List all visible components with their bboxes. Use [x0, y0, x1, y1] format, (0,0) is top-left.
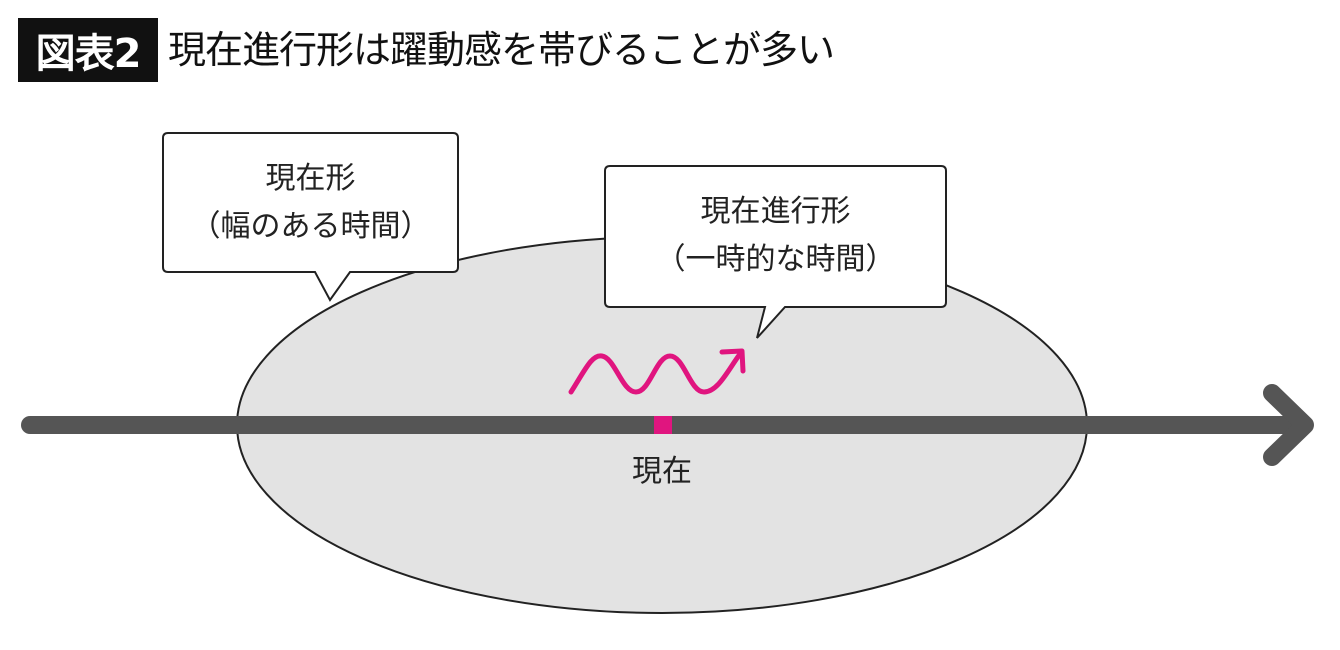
bubble-present-tense-text: 現在形 （幅のある時間）	[163, 155, 458, 251]
wave-arrow-icon	[568, 351, 743, 395]
bubble-present-progressive	[604, 165, 947, 339]
bubble-present-progressive-text: 現在進行形 （一時的な時間）	[605, 188, 946, 284]
bubble-present-tense	[162, 132, 459, 302]
figure-label: 図表2	[18, 18, 158, 82]
figure-title: 現在進行形は躍動感を帯びることが多い	[168, 28, 835, 72]
bubble-line: 現在形	[265, 161, 356, 196]
bubble-line: （一時的な時間）	[655, 242, 896, 277]
now-marker	[654, 416, 672, 434]
bubble-line: （幅のある時間）	[190, 209, 431, 244]
bubble-line: 現在進行形	[700, 194, 851, 229]
timeline-arrowhead-icon	[1263, 384, 1314, 466]
wave-arrowhead-icon	[719, 348, 746, 374]
now-label: 現在	[632, 454, 692, 489]
